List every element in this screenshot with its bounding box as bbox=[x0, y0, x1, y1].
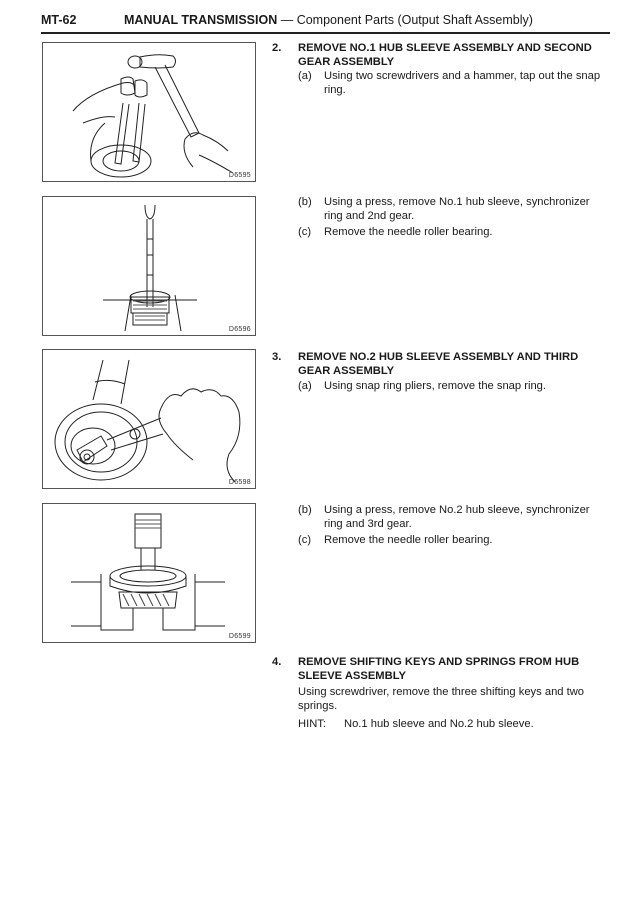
step-3c: (c) Remove the needle roller bearing. bbox=[298, 534, 602, 548]
figure-d6595: D6595 bbox=[42, 42, 256, 182]
substep-text: Remove the needle roller bearing. bbox=[324, 226, 493, 238]
substep-label: (b) bbox=[298, 196, 312, 208]
figure-code: D6599 bbox=[228, 633, 251, 640]
section-name: MANUAL TRANSMISSION bbox=[124, 13, 278, 27]
page-title: MANUAL TRANSMISSION — Component Parts (O… bbox=[124, 13, 533, 27]
step-4-heading: 4. REMOVE SHIFTING KEYS AND SPRINGS FROM… bbox=[272, 656, 602, 683]
substep-label: (b) bbox=[298, 504, 312, 516]
figure-d6598: D6598 bbox=[42, 349, 256, 489]
press-gear-illustration bbox=[103, 204, 197, 332]
step-title: REMOVE NO.2 HUB SLEEVE ASSEMBLY AND THIR… bbox=[298, 351, 579, 377]
substep-label: (c) bbox=[298, 534, 312, 546]
substep-text: Using snap ring pliers, remove the snap … bbox=[324, 380, 546, 392]
step-number: 3. bbox=[272, 351, 282, 363]
figure-code: D6595 bbox=[228, 172, 251, 179]
step-2-heading: 2. REMOVE NO.1 HUB SLEEVE ASSEMBLY AND S… bbox=[272, 42, 602, 69]
step-2b: (b) Using a press, remove No.1 hub sleev… bbox=[298, 196, 602, 223]
step-4-body: Using screwdriver, remove the three shif… bbox=[298, 686, 585, 712]
step-3-heading: 3. REMOVE NO.2 HUB SLEEVE ASSEMBLY AND T… bbox=[272, 351, 602, 378]
title-separator: — bbox=[277, 13, 297, 27]
step-number: 2. bbox=[272, 42, 282, 54]
hint-label: HINT: bbox=[298, 718, 326, 730]
step-number: 4. bbox=[272, 656, 282, 668]
step-3b: (b) Using a press, remove No.2 hub sleev… bbox=[298, 504, 602, 531]
press-gear-illustration bbox=[71, 513, 225, 631]
step-title: REMOVE NO.1 HUB SLEEVE ASSEMBLY AND SECO… bbox=[298, 42, 592, 68]
substep-label: (c) bbox=[298, 226, 312, 238]
step-2c: (c) Remove the needle roller bearing. bbox=[298, 226, 602, 240]
step-3a: (a) Using snap ring pliers, remove the s… bbox=[298, 380, 602, 394]
figure-code: D6598 bbox=[228, 479, 251, 486]
figure-code: D6596 bbox=[228, 326, 251, 333]
page-number: MT-62 bbox=[41, 13, 77, 27]
step-2a: (a) Using two screwdrivers and a hammer,… bbox=[298, 70, 602, 97]
step-title: REMOVE SHIFTING KEYS AND SPRINGS FROM HU… bbox=[298, 656, 580, 682]
hint-text: No.1 hub sleeve and No.2 hub sleeve. bbox=[344, 718, 534, 730]
snap-ring-pliers-illustration bbox=[54, 359, 241, 483]
substep-text: Remove the needle roller bearing. bbox=[324, 534, 493, 546]
figure-d6596: D6596 bbox=[42, 196, 256, 336]
substep-label: (a) bbox=[298, 380, 312, 392]
figure-d6599: D6599 bbox=[42, 503, 256, 643]
section-subtitle: Component Parts (Output Shaft Assembly) bbox=[296, 13, 533, 27]
substep-label: (a) bbox=[298, 70, 312, 82]
page-header: MT-62 MANUAL TRANSMISSION — Component Pa… bbox=[41, 10, 610, 34]
substep-text: Using a press, remove No.1 hub sleeve, s… bbox=[324, 196, 590, 222]
step-4-hint: HINT: No.1 hub sleeve and No.2 hub sleeve… bbox=[298, 718, 602, 732]
substep-text: Using two screwdrivers and a hammer, tap… bbox=[324, 70, 601, 96]
substep-text: Using a press, remove No.2 hub sleeve, s… bbox=[324, 504, 590, 530]
screwdriver-hammer-illustration bbox=[72, 54, 234, 178]
